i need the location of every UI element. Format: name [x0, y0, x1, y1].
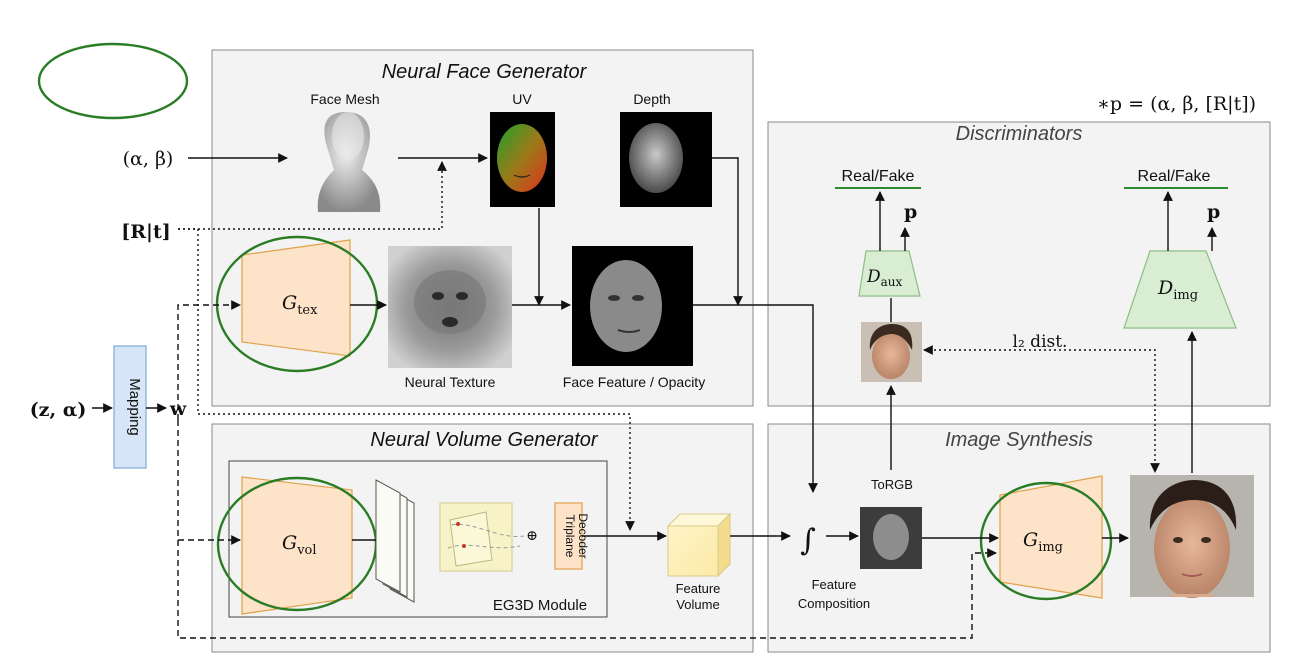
feature-composition-line1: Feature: [812, 577, 857, 592]
l2-distance-label: l₂ dist.: [1013, 332, 1068, 352]
face-mesh-label: Face Mesh: [310, 91, 379, 107]
image-synthesis-title: Image Synthesis: [945, 429, 1093, 451]
uv-mouth: [513, 174, 531, 178]
legend-highlight-ellipse: [37, 42, 189, 120]
low-res-face-image: [861, 322, 922, 382]
pose-footnote: ∗p = (α, β, [R|t]): [1097, 93, 1256, 115]
g-tex-generator: [241, 239, 351, 357]
real-fake-img-label: Real/Fake: [1138, 168, 1211, 185]
d-aux-label: Daux: [866, 267, 903, 289]
volume-generator-title: Neural Volume Generator: [370, 429, 598, 451]
face-feature-face: [590, 260, 662, 352]
g-img-generator: [999, 475, 1103, 599]
g-img-label: Gimg: [1023, 529, 1063, 555]
neural-texture-face: [414, 270, 486, 334]
feature-volume-line1: Feature: [676, 581, 721, 596]
neural-texture-label: Neural Texture: [405, 374, 496, 390]
triplane-illustration: [439, 502, 525, 572]
g-vol-generator: [241, 476, 353, 615]
mapping-network: [113, 345, 147, 469]
connectors: [92, 153, 1217, 639]
g-img-highlight: [979, 481, 1113, 601]
feature-composition-line2: Composition: [798, 596, 870, 611]
feature-volume-line2: Volume: [676, 597, 719, 612]
eg3d-module-box: [228, 460, 608, 618]
uv-label: UV: [512, 91, 532, 107]
mapping-label: Mapping: [126, 378, 143, 436]
d-img-label: Dimg: [1157, 277, 1198, 303]
pose-input: [R|t]: [121, 221, 170, 243]
torgb-label: ToRGB: [871, 477, 913, 492]
uv-face: [497, 124, 547, 192]
depth-face: [629, 123, 683, 193]
feature-volume-cube: [666, 512, 732, 578]
eg3d-module-label: EG3D Module: [493, 597, 587, 614]
depth-label: Depth: [633, 91, 670, 107]
feature-planes-stack: [375, 479, 415, 603]
triplane-decoder: [554, 502, 583, 570]
d-img-discriminator: [1123, 250, 1237, 329]
face-mesh-image: [317, 112, 381, 212]
pose-prediction-img: p: [1207, 201, 1220, 223]
output-face-image: [1130, 475, 1254, 598]
g-tex-label: Gtex: [282, 292, 318, 318]
triplane-decoder-line1: Triplane: [563, 515, 577, 558]
face-generator-title: Neural Face Generator: [382, 61, 588, 83]
integral-operator: ∫: [800, 523, 816, 558]
sum-operator: ⊕: [526, 528, 538, 544]
torgb-face: [873, 514, 909, 560]
face-feature-label: Face Feature / Opacity: [563, 374, 705, 390]
z-alpha-input: (z, α): [30, 399, 87, 421]
alpha-beta-input: (α, β): [123, 148, 174, 170]
real-fake-aux-label: Real/Fake: [842, 168, 915, 185]
g-tex-highlight: [215, 235, 379, 373]
g-vol-label: Gvol: [282, 532, 317, 558]
discriminators-title: Discriminators: [956, 123, 1083, 145]
d-aux-discriminator: [858, 250, 921, 297]
pose-prediction-aux: p: [904, 201, 917, 223]
